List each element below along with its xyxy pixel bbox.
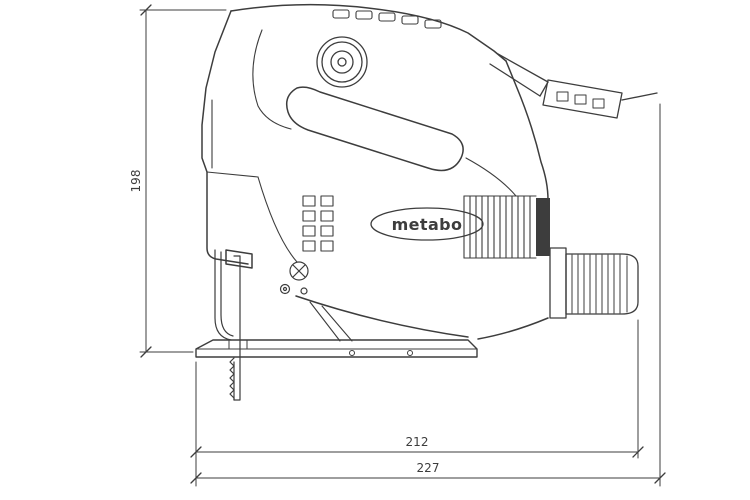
dimension-tick [654,472,666,484]
handle-cutout [285,86,464,172]
saw-blade [229,255,241,401]
brand-logo: metabo [392,215,463,234]
body-rear-outline [505,60,549,253]
cord-end-line [621,92,658,101]
jigsaw-outline-group [195,3,658,401]
shoe-strut-lines [309,301,353,342]
dimension-tick [632,446,644,458]
blade-clamp [225,249,253,269]
body-top-outline [230,3,507,62]
brand-badge-outline [370,207,484,241]
dimension-label-length: 212 [406,435,429,449]
top-vent-slots [332,9,442,29]
plug-vents [556,91,605,109]
body-underside-front [295,295,469,338]
dimension-label-height: 198 [129,170,143,193]
body-underside-rear [477,317,549,340]
blade-guard [214,249,234,341]
motor-rib-section [463,195,537,259]
dimension-label-length-overall: 227 [417,461,440,475]
brand-logo-text: metabo [392,215,463,234]
side-vent-grid [302,195,334,252]
base-plate [195,339,478,358]
dimension-height [139,4,227,358]
power-cord [489,53,658,119]
dimension-lines-group [139,4,666,487]
body-front-outline [201,10,249,265]
dimension-tick [190,472,202,484]
dimension-tick [190,446,202,458]
dimension-length [190,319,644,487]
dimension-length-overall [190,103,666,487]
dimension-labels: 198 212 227 [129,170,439,475]
dimension-tick [140,4,152,16]
dark-rib-block [536,198,550,256]
blade-teeth [229,357,235,401]
pendulum-dial [279,261,309,295]
dimension-tick [140,346,152,358]
dust-extraction-port [549,247,639,319]
speed-dial-knob [316,36,368,88]
body-seam-lines [206,29,517,263]
plug-body [542,79,623,119]
